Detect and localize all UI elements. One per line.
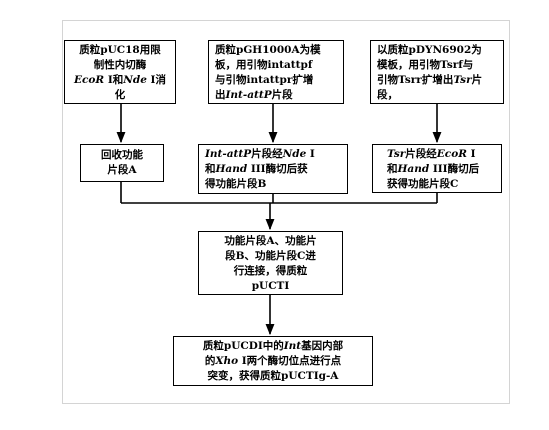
box-text-line: 功能片段A、功能片	[199, 234, 342, 249]
box-text-line: Tsr片段经EcoR I	[387, 147, 501, 162]
box-text-run: I	[466, 148, 476, 160]
box-text-run: Int	[283, 340, 302, 352]
box-text-line: pUCTI	[199, 279, 342, 294]
figure-frame	[62, 20, 510, 404]
box-text-line: 得功能片段B	[205, 177, 347, 192]
box-text-run: 片段经	[405, 148, 437, 160]
step-box-top-right: 以质粒pDYN6902为模板，用引物Tsrf与引物Tsrr扩增出Tsr片段，	[370, 40, 504, 104]
box-text-line: 与引物intattpr扩增	[215, 73, 343, 88]
box-text-line: 段，	[377, 88, 503, 103]
box-text-run: Xho	[215, 355, 239, 367]
box-text-run: 功能片段A、功能片	[224, 235, 317, 247]
box-text-line: 获得功能片段C	[387, 177, 501, 192]
box-text-line: 回收功能	[81, 148, 163, 163]
box-text-line: 以质粒pDYN6902为	[377, 43, 503, 58]
box-text-run: 片段	[271, 89, 293, 101]
box-text-run: 和	[205, 163, 216, 175]
box-text-run: III酶切后	[429, 163, 480, 175]
box-text-line: 质粒pUC18用限	[65, 43, 175, 58]
box-text-run: 板，用引物intattpf	[215, 59, 313, 71]
box-text-line: 和Hand III酶切后	[387, 162, 501, 177]
box-text-line: 段B、功能片段C进	[199, 249, 342, 264]
box-text-line: 制性内切酶	[65, 58, 175, 73]
box-text-line: 模板，用引物Tsrf与	[377, 58, 503, 73]
box-text-run: 模板，用引物Tsrf与	[377, 59, 474, 71]
step-box-ligation: 功能片段A、功能片段B、功能片段C进行连接，得质粒 pUCTI	[198, 231, 343, 295]
step-box-mid-left: 回收功能片段A	[80, 144, 164, 182]
box-text-run: 化	[114, 89, 126, 101]
box-text-run: 片	[471, 74, 483, 86]
box-text-run: 制性内切酶	[93, 59, 147, 71]
box-text-run: 质粒pGH1000A为模	[215, 44, 321, 56]
box-text-run: 与引物intattpr扩增	[215, 74, 314, 86]
box-text-run: Tsr	[387, 148, 406, 160]
box-text-line: 质粒pGH1000A为模	[215, 43, 343, 58]
box-text-run: 的	[204, 355, 216, 367]
box-text-run: 片段经	[251, 148, 283, 160]
box-text-run: 段B、功能片段C进	[225, 250, 316, 262]
box-text-run: 回收功能	[101, 149, 143, 161]
box-text-run: Hand	[397, 163, 430, 175]
box-text-run: 出	[215, 89, 226, 101]
box-text-run: Nde	[282, 148, 307, 160]
box-text-line: EcoR I和Nde I消	[65, 73, 175, 88]
box-text-run: 突变，获得质粒pUCTIg-A	[207, 370, 339, 382]
box-text-run: 以质粒pDYN6902为	[377, 44, 482, 56]
box-text-line: 质粒pUCDI中的Int基因内部	[174, 339, 372, 354]
box-text-run: 片段A	[107, 164, 137, 176]
box-text-run: 和	[387, 163, 398, 175]
box-text-run: I	[306, 148, 315, 160]
box-text-run: Hand	[215, 163, 248, 175]
box-text-run: 得功能片段B	[205, 178, 267, 190]
box-text-run: 质粒pUC18用限	[79, 44, 161, 56]
box-text-run: I消	[146, 74, 166, 86]
box-text-line: 的Xho I两个酶切位点进行点	[174, 354, 372, 369]
box-text-run: I两个酶切位点进行点	[238, 355, 342, 367]
box-text-run: III酶切后获	[247, 163, 308, 175]
box-text-line: 行连接，得质粒	[199, 264, 342, 279]
box-text-run: Int-attP	[205, 148, 252, 160]
box-text-run: EcoR	[74, 74, 105, 86]
box-text-run: 引物Tsrr扩增出	[377, 74, 454, 86]
box-text-line: 和Hand III酶切后获	[205, 162, 347, 177]
box-text-run: 行连接，得质粒	[233, 265, 308, 277]
box-text-line: 出Int-attP片段	[215, 88, 343, 103]
box-text-run: 基因内部	[301, 340, 344, 352]
box-text-run: pUCTI	[251, 280, 290, 292]
box-text-line: Int-attP片段经Nde I	[205, 147, 347, 162]
box-text-run: 质粒pUCDI中的	[202, 340, 284, 352]
box-text-line: 化	[65, 88, 175, 103]
box-text-run: 获得功能片段C	[387, 178, 459, 190]
box-text-run: EcoR	[436, 148, 467, 160]
box-text-line: 片段A	[81, 163, 163, 178]
box-text-run: 段，	[377, 89, 398, 101]
box-text-line: 突变，获得质粒pUCTIg-A	[174, 369, 372, 384]
box-text-run: Int-attP	[225, 89, 272, 101]
box-text-run: Nde	[123, 74, 147, 86]
step-box-final: 质粒pUCDI中的Int基因内部的Xho I两个酶切位点进行点突变，获得质粒pU…	[173, 336, 373, 386]
box-text-run: Tsr	[453, 74, 472, 86]
box-text-line: 板，用引物intattpf	[215, 58, 343, 73]
box-text-line: 引物Tsrr扩增出Tsr片	[377, 73, 503, 88]
box-text-run: I和	[104, 74, 124, 86]
